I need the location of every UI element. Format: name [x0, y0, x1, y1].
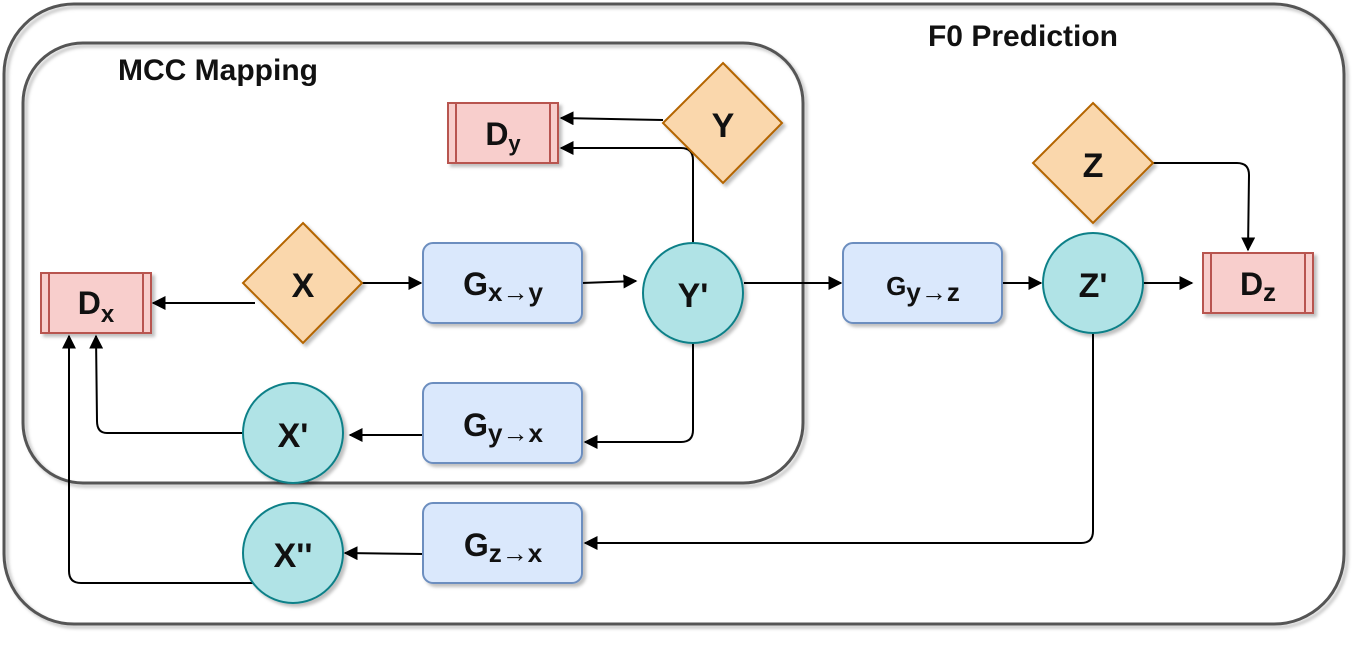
input-x: X: [241, 221, 364, 345]
edge-gzx-to-xdprime: [343, 546, 424, 561]
input-z: Z: [1031, 101, 1155, 225]
generator-gxy: Gx→y: [422, 242, 583, 324]
dz-label: Dz: [1240, 266, 1276, 307]
edge-xprime-to-dx: [89, 334, 243, 434]
output-z-prime: Z': [1042, 232, 1144, 334]
output-x-prime: X': [242, 382, 344, 484]
x-prime-label: X': [278, 417, 309, 455]
edge-y-to-dy: [559, 111, 664, 126]
mcc-mapping-title: MCC Mapping: [118, 54, 318, 87]
f0-prediction-title: F0 Prediction: [928, 20, 1118, 53]
input-y: Y: [661, 61, 784, 185]
edge-yprime-to-dy: [559, 141, 694, 243]
edge-xdprime-to-dx: [62, 334, 257, 584]
edge-gxy-to-yprime: [581, 274, 638, 289]
edges: [62, 111, 1256, 584]
generator-gyx: Gy→x: [422, 382, 583, 464]
y-prime-label: Y': [678, 277, 709, 315]
z-label: Z: [1083, 147, 1104, 185]
output-y-prime: Y': [642, 242, 744, 344]
output-x-double-prime: X'': [242, 502, 344, 604]
discriminator-dz: Dz: [1202, 252, 1314, 314]
dy-label: Dy: [485, 116, 521, 156]
discriminator-dy: Dy: [447, 102, 559, 164]
f0-prediction-frame: [2, 2, 1346, 626]
gzx-label: Gz→x: [464, 527, 543, 568]
gyx-label: Gy→x: [463, 407, 543, 448]
y-label: Y: [712, 107, 735, 145]
x-double-prime-label: X'': [274, 537, 313, 575]
generator-gyz: Gy→z: [842, 242, 1003, 324]
mcc-mapping-frame: [21, 41, 805, 485]
gyz-label: Gy→z: [886, 271, 960, 307]
dx-label: Dx: [78, 285, 115, 328]
x-label: X: [292, 267, 315, 305]
generator-gzx: Gz→x: [422, 502, 583, 584]
edge-yprime-to-gyx: [583, 343, 694, 449]
edge-zprime-to-gzx: [583, 333, 1094, 550]
edge-z-to-dz: [1153, 162, 1256, 252]
gxy-label: Gx→y: [463, 266, 543, 307]
discriminator-dx: Dx: [40, 272, 152, 334]
z-prime-label: Z': [1079, 267, 1108, 305]
